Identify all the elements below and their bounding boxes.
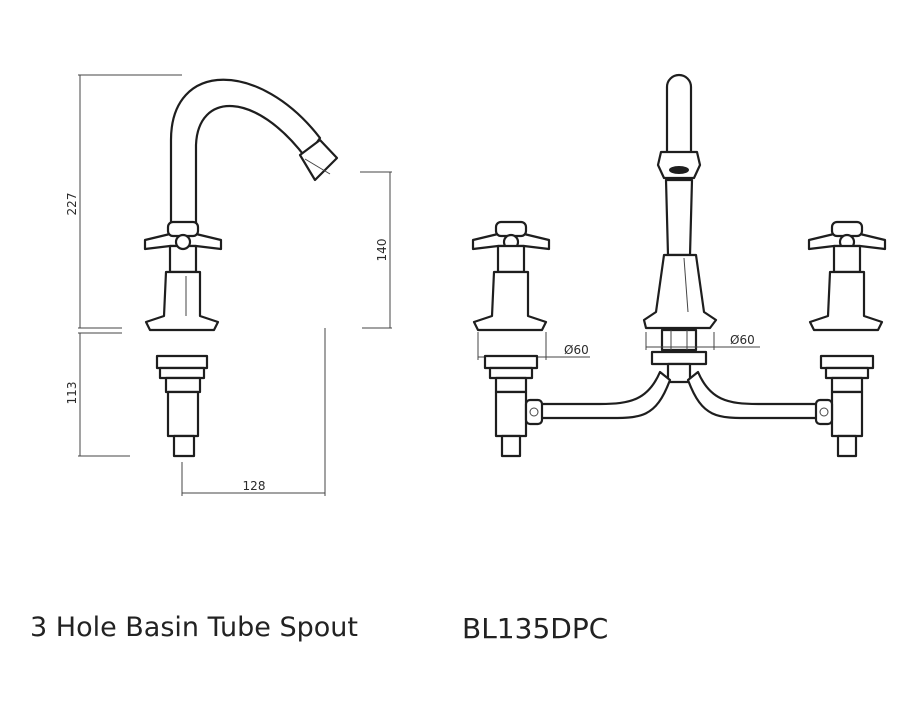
side-back-nut [155, 354, 209, 370]
dim-label-center-diameter: Ø60 [730, 333, 755, 347]
front-right-valve [807, 220, 887, 458]
left-flexible-pipe [538, 370, 672, 420]
front-view: Ø60 Ø60 [471, 73, 887, 458]
dim-label-total-height: 227 [65, 193, 79, 216]
front-left-valve [471, 220, 551, 458]
side-shank [166, 390, 200, 438]
front-left-side-connector [524, 398, 544, 426]
front-spout-collar [656, 150, 702, 180]
front-right-side-connector [814, 398, 834, 426]
front-spout-body [642, 253, 718, 330]
front-center-back-nut [650, 350, 708, 366]
dim-label-spout-height: 140 [375, 239, 389, 262]
product-name: 3 Hole Basin Tube Spout [30, 612, 358, 643]
dim-label-spout-reach: 128 [243, 479, 266, 493]
dim-label-body-depth: 113 [65, 382, 79, 405]
dimension-total-height: 227 [65, 74, 182, 329]
side-spout-nozzle [298, 138, 339, 182]
dimension-spout-height: 140 [360, 171, 392, 329]
dim-label-left-diameter: Ø60 [564, 343, 589, 357]
dimension-spout-reach: 128 [181, 328, 326, 496]
right-flexible-pipe [686, 370, 820, 420]
side-tap-body [144, 270, 220, 332]
product-code: BL135DPC [462, 612, 609, 645]
side-view: 227 113 140 128 [65, 74, 392, 496]
side-spout-tube [169, 78, 322, 227]
dimension-center-diameter: Ø60 [645, 332, 760, 350]
dimension-body-depth: 113 [65, 332, 130, 457]
